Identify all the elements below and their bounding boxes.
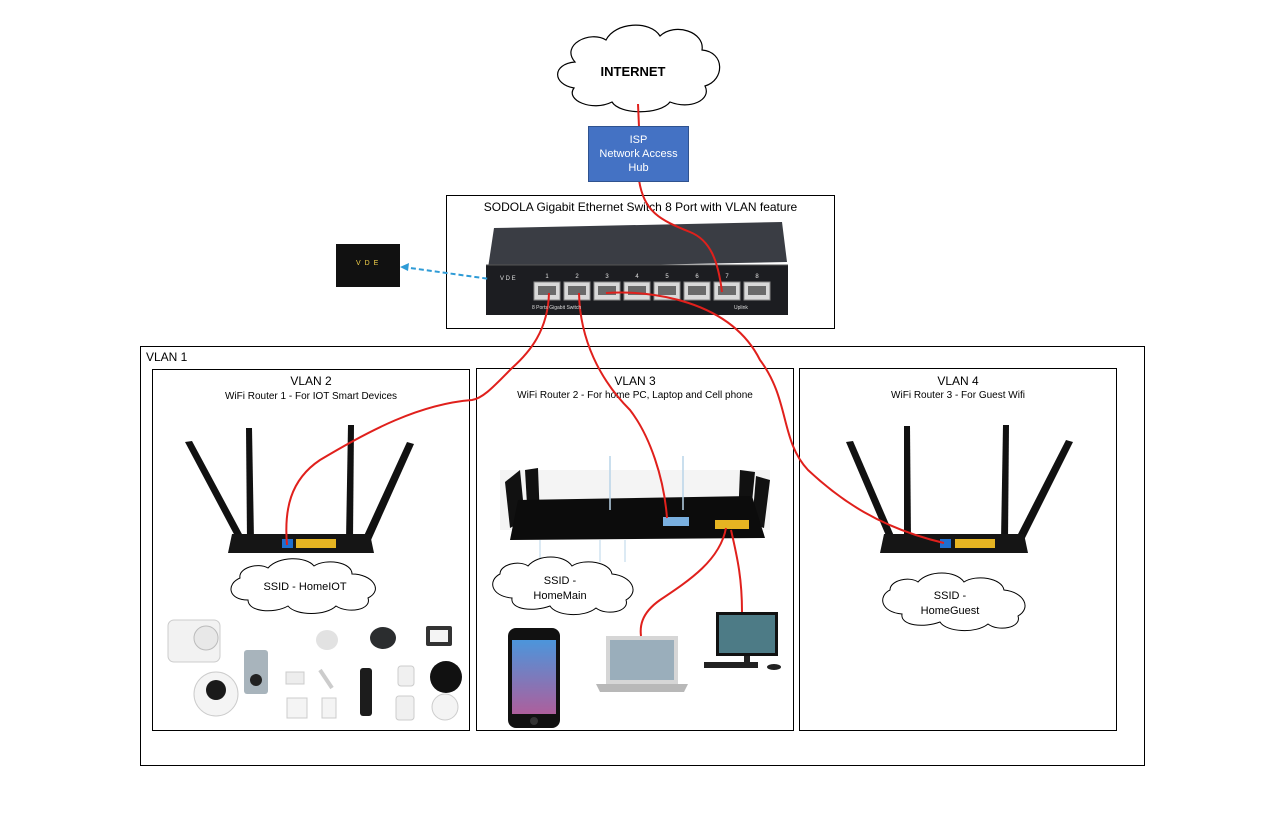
vlan2-title: VLAN 2 — [290, 374, 332, 388]
switch-port-number-2: 2 — [575, 274, 579, 280]
ssid-homeguest-line-1: SSID - — [933, 590, 967, 602]
vlan4-frame — [799, 368, 1117, 731]
cell-phone — [508, 628, 560, 728]
switch-port-socket-8 — [748, 286, 766, 295]
switch-port-socket-1 — [538, 286, 556, 295]
vlan2-subtitle: WiFi Router 1 - For IOT Smart Devices — [224, 391, 398, 402]
router-3 — [846, 425, 1073, 553]
switch-port-socket-2 — [568, 286, 586, 295]
switch-port-socket-5 — [658, 286, 676, 295]
cable-switch-vlan4 — [605, 291, 945, 544]
cable-switch-vlan3 — [578, 292, 668, 519]
vlan3-title: VLAN 3 — [614, 374, 656, 388]
power-adapter-label: V D E — [356, 260, 380, 267]
ssid-cloud-homeguest — [882, 572, 1026, 631]
vlan4-title: VLAN 4 — [937, 374, 979, 388]
ssid-cloud-homeiot — [230, 558, 376, 614]
switch-port-number-3: 3 — [605, 274, 609, 280]
power-adapter — [336, 244, 400, 287]
switch-port-socket-3 — [598, 286, 616, 295]
desktop-pc — [704, 612, 781, 670]
switch-port-number-1: 1 — [545, 274, 549, 280]
router-1 — [185, 425, 414, 553]
internet-label: INTERNET — [600, 64, 666, 79]
power-link-dashed — [402, 266, 491, 280]
ssid-homeguest: SSID - HomeGuest — [890, 589, 1010, 619]
vlan4-subtitle: WiFi Router 3 - For Guest Wifi — [891, 390, 1025, 401]
switch-uplink-label: Uplink — [734, 305, 748, 311]
isp-hub: ISP Network Access Hub — [588, 126, 689, 182]
switch-title: SODOLA Gigabit Ethernet Switch 8 Port wi… — [483, 200, 798, 214]
cable-switch-vlan2 — [285, 292, 550, 546]
cable-router2-desktop — [730, 529, 743, 613]
switch-port-number-5: 5 — [665, 274, 669, 280]
switch-bottom-label: 8 Ports Gigabit Switch — [532, 305, 582, 311]
arrow-head-icon — [400, 263, 409, 271]
router-2 — [500, 456, 770, 562]
ssid-homeguest-line-2: HomeGuest — [920, 605, 980, 617]
ssid-homemain-line-1: SSID - — [543, 575, 577, 587]
switch-port-number-6: 6 — [695, 274, 699, 280]
isp-line-2: Network Access — [599, 148, 678, 160]
ssid-homeiot: SSID - HomeIOT — [240, 580, 370, 595]
cables — [285, 103, 945, 637]
switch-port-socket-4 — [628, 286, 646, 295]
internet-cloud — [557, 24, 721, 113]
switch-port-socket-7 — [718, 286, 736, 295]
vlan3-subtitle: WiFi Router 2 - For home PC, Laptop and … — [517, 390, 753, 401]
ssid-homemain: SSID - HomeMain — [500, 574, 620, 604]
switch-port-number-8: 8 — [755, 274, 759, 280]
laptop — [596, 636, 688, 692]
switch-port-socket-6 — [688, 286, 706, 295]
ethernet-switch — [486, 222, 788, 315]
vlan1-title: VLAN 1 — [146, 350, 188, 364]
isp-line-1: ISP — [629, 134, 648, 146]
isp-line-3: Hub — [628, 162, 649, 174]
ssid-homeiot-line-1: SSID - HomeIOT — [263, 581, 347, 593]
iot-devices — [167, 619, 462, 721]
cable-internet-isp — [637, 103, 640, 128]
ssid-homemain-line-2: HomeMain — [533, 590, 587, 602]
cable-isp-switch-uplink — [638, 179, 723, 293]
switch-port-number-4: 4 — [635, 274, 639, 280]
switch-power-label: V D E — [500, 276, 516, 282]
ssid-cloud-homemain — [492, 556, 634, 615]
switch-port-number-7: 7 — [725, 274, 729, 280]
cable-router2-laptop — [639, 527, 727, 637]
